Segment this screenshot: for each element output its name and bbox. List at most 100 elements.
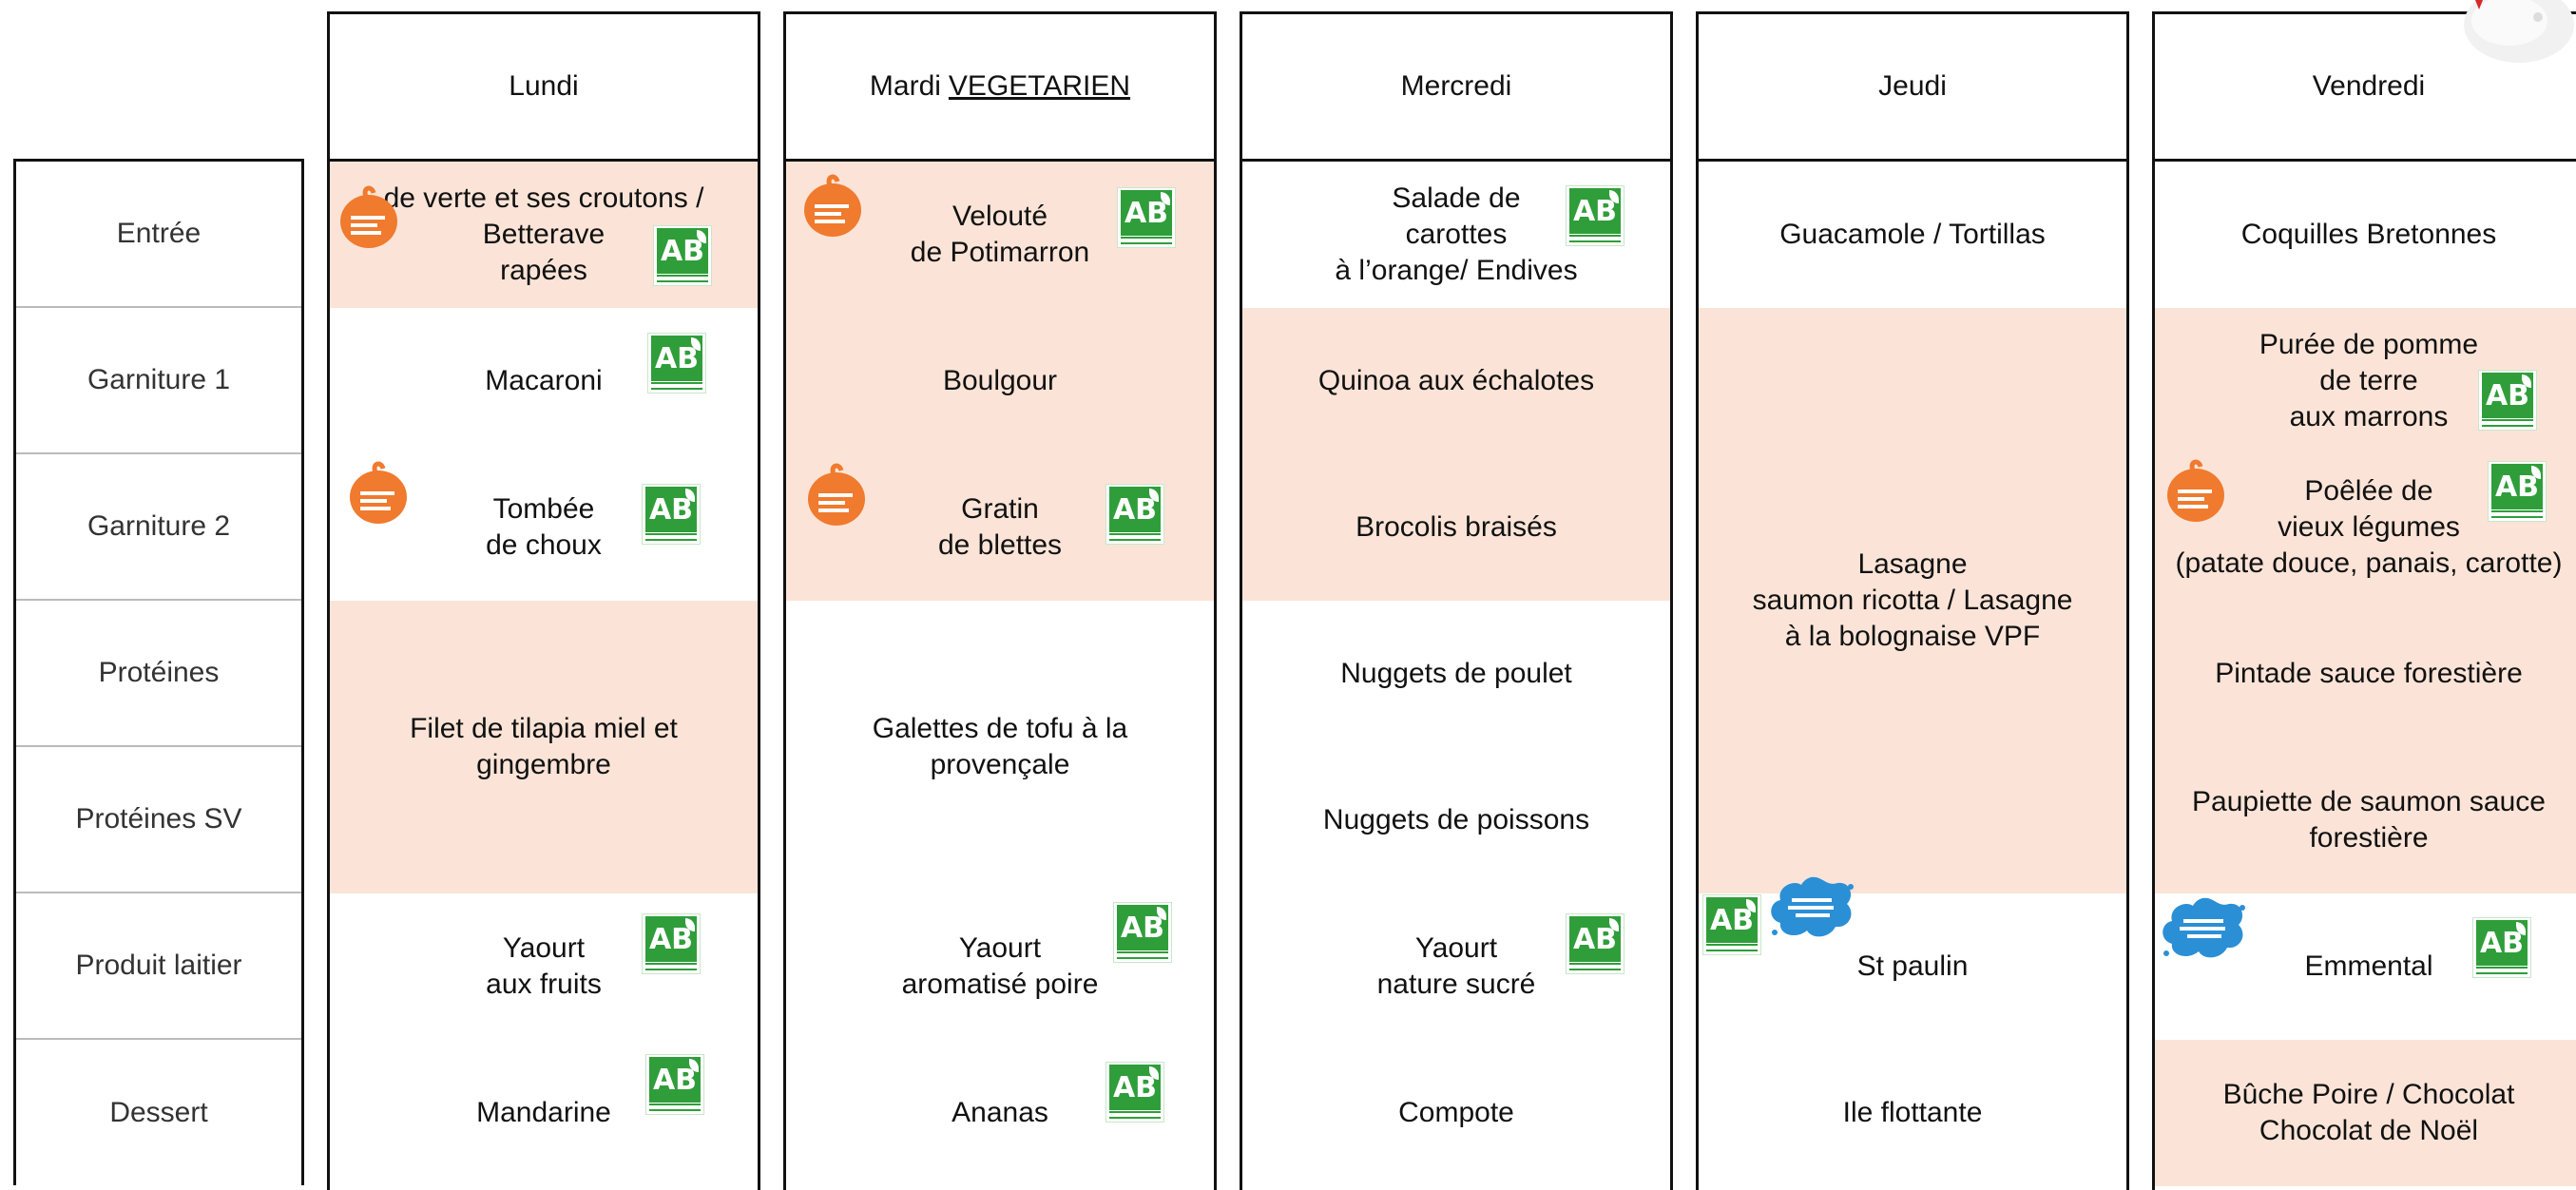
ab-organic-label-icon: AB (2478, 370, 2537, 431)
cell-mardi-garniture-2: Gratin de blettes (786, 454, 1214, 601)
dish-text: Lasagne saumon ricotta / Lasagne à la bo… (1752, 548, 2073, 652)
cell-jeudi-plat: Lasagne saumon ricotta / Lasagne à la bo… (1699, 308, 2126, 893)
cell-mercredi-entree: Salade de carottes à l’orange/ Endives (1242, 162, 1670, 308)
dish-text: Emmental (2304, 950, 2433, 982)
dish-text: Nuggets de poulet (1340, 658, 1572, 689)
row-label-proteines-sv: Protéines SV (16, 747, 301, 893)
cell-mardi-dessert: Ananas (786, 1040, 1214, 1186)
cell-lundi-dessert: Mandarine (330, 1040, 758, 1186)
row-labels-column: Entrée Garniture 1 Garniture 2 Protéines… (13, 159, 304, 1185)
dish-text: Paupiette de saumon sauce forestière (2192, 786, 2546, 854)
ab-organic-label-icon: AB (1566, 913, 1624, 974)
ab-organic-label-icon: AB (647, 333, 706, 393)
day-name: Mercredi (1400, 70, 1512, 102)
ab-organic-label-icon: AB (1566, 185, 1624, 246)
dish-text: St paulin (1856, 950, 1969, 982)
row-label-garniture-2: Garniture 2 (16, 454, 301, 601)
cell-mercredi-proteines-sv: Nuggets de poissons (1242, 747, 1670, 893)
cell-mardi-produit-laitier: Yaourt aromatisé poire (786, 893, 1214, 1040)
dish-text: Galettes de tofu à la provençale (872, 713, 1128, 780)
dish-text: Nuggets de poissons (1322, 804, 1590, 835)
cell-mercredi-dessert: Compote (1242, 1040, 1670, 1186)
fruits-legumes-ecole-logo-icon (340, 185, 397, 248)
day-name: Vendredi (2312, 70, 2426, 102)
ab-organic-label-icon: AB (653, 225, 712, 286)
dish-text: Bûche Poire / Chocolat Chocolat de Noël (2222, 1079, 2515, 1146)
vegetarian-note: VEGETARIEN (948, 70, 1131, 102)
dish-text: Yaourt aromatisé poire (901, 932, 1099, 1000)
cell-lundi-garniture-2: Tombée de choux (330, 454, 758, 601)
ab-organic-label-icon: AB (2488, 461, 2547, 522)
cell-vendredi-dessert: Bûche Poire / Chocolat Chocolat de Noël (2155, 1040, 2576, 1186)
mascot-decoration-icon (2464, 0, 2574, 63)
day-name: Mardi (869, 70, 941, 102)
day-header-mercredi: Mercredi (1242, 14, 1670, 162)
dish-text: Velouté de Potimarron (910, 201, 1090, 268)
day-header-lundi: Lundi (330, 14, 758, 162)
dish-text: Pintade sauce forestière (2215, 658, 2523, 689)
ab-organic-label-icon: AB (642, 913, 701, 974)
lait-ecole-logo-icon (2163, 897, 2245, 958)
dish-text: Mandarine (476, 1097, 611, 1128)
row-label-garniture-1: Garniture 1 (16, 308, 301, 454)
fruits-legumes-ecole-logo-icon (350, 461, 407, 524)
cell-jeudi-produit-laitier: St paulin (1699, 893, 2126, 1040)
dish-text: Macaroni (485, 365, 603, 396)
cell-vendredi-proteines-sv: Paupiette de saumon sauce forestière (2155, 747, 2576, 893)
dish-text: Gratin de blettes (937, 493, 1063, 561)
cell-mercredi-garniture-1: Quinoa aux échalotes (1242, 308, 1670, 454)
ab-organic-label-icon: AB (2472, 917, 2531, 978)
cell-mardi-proteines: Galettes de tofu à la provençale (786, 601, 1214, 893)
cell-lundi-garniture-1: Macaroni (330, 308, 758, 454)
cell-mercredi-proteines: Nuggets de poulet (1242, 601, 1670, 747)
day-column-vendredi: Vendredi Coquilles Bretonnes Purée de po… (2152, 11, 2576, 1190)
ab-organic-label-icon: AB (645, 1054, 704, 1115)
day-header-jeudi: Jeudi (1699, 14, 2126, 162)
day-name: Jeudi (1878, 70, 1947, 102)
row-label-entree: Entrée (16, 162, 301, 308)
ab-organic-label-icon: AB (1105, 484, 1164, 545)
dish-text: Ile flottante (1842, 1097, 1983, 1128)
cell-jeudi-dessert: Ile flottante (1699, 1040, 2126, 1186)
dish-text: Brocolis braisés (1355, 511, 1557, 543)
ab-organic-label-icon: AB (642, 484, 701, 545)
dish-text: Salade de carottes à l’orange/ Endives (1335, 182, 1578, 286)
day-column-lundi: Lundi de verte et ses croutons / Bettera… (327, 11, 760, 1190)
dish-text: de verte et ses croutons / Betterave rap… (383, 182, 704, 286)
dish-text: Yaourt aux fruits (486, 932, 602, 1000)
dish-text: Tombée de choux (486, 493, 602, 561)
dish-text: Purée de pomme de terre aux marrons (2259, 329, 2479, 432)
cell-jeudi-entree: Guacamole / Tortillas (1699, 162, 2126, 308)
dish-text: Coquilles Bretonnes (2240, 219, 2497, 250)
day-name: Lundi (509, 70, 579, 102)
dish-text: Boulgour (942, 365, 1058, 396)
lait-ecole-logo-icon (1771, 876, 1854, 937)
ab-organic-label-icon: AB (1702, 894, 1761, 955)
cell-mercredi-garniture-2: Brocolis braisés (1242, 454, 1670, 601)
row-label-dessert: Dessert (109, 1097, 208, 1128)
ab-organic-label-icon: AB (1117, 187, 1176, 248)
fruits-legumes-ecole-logo-icon (804, 174, 861, 237)
cell-vendredi-proteines: Pintade sauce forestière (2155, 601, 2576, 747)
day-column-jeudi: Jeudi Guacamole / Tortillas Lasagne saum… (1696, 11, 2129, 1190)
cell-mercredi-produit-laitier: Yaourt nature sucré (1242, 893, 1670, 1040)
cell-lundi-proteines: Filet de tilapia miel et gingembre (330, 601, 758, 893)
fruits-legumes-ecole-logo-icon (808, 463, 865, 526)
dish-text: Compote (1398, 1097, 1514, 1128)
ab-organic-label-icon: AB (1105, 1062, 1164, 1123)
dish-text: Poêlée de vieux légumes (patate douce, p… (2175, 475, 2563, 579)
ab-organic-label-icon: AB (1113, 902, 1172, 963)
dish-text: Guacamole / Tortillas (1779, 219, 2046, 250)
cell-lundi-produit-laitier: Yaourt aux fruits (330, 893, 758, 1040)
day-column-mardi: Mardi VEGETARIEN Velouté de Potimarron B… (783, 11, 1217, 1190)
dish-text: Filet de tilapia miel et gingembre (410, 713, 678, 780)
day-header-mardi: Mardi VEGETARIEN (786, 14, 1214, 162)
fruits-legumes-ecole-logo-icon (2167, 459, 2224, 522)
cell-mardi-garniture-1: Boulgour (786, 308, 1214, 454)
cell-vendredi-entree: Coquilles Bretonnes (2155, 162, 2576, 308)
row-label-proteines: Protéines (16, 601, 301, 747)
row-label-produit-laitier: Produit laitier (16, 893, 301, 1040)
day-column-mercredi: Mercredi Salade de carottes à l’orange/ … (1240, 11, 1673, 1190)
dish-text: Yaourt nature sucré (1376, 932, 1536, 1000)
day-header-vendredi: Vendredi (2155, 14, 2576, 162)
